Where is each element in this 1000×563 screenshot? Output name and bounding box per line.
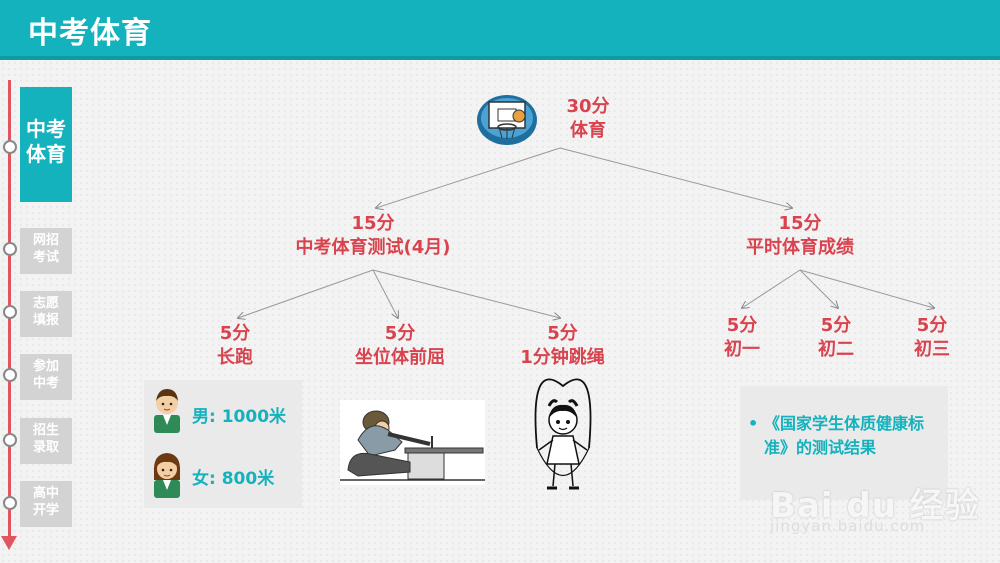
male-distance: 男: 1000米 — [192, 407, 287, 427]
edge-root-right — [559, 147, 792, 208]
edge-left-sitreach — [372, 269, 398, 318]
sidebar-item-label: 招生 录取 — [32, 423, 59, 455]
node-label: 坐位体前屈 — [355, 347, 445, 368]
node-grade-2: 5分 初二 — [806, 314, 866, 362]
timeline-dot — [3, 305, 17, 319]
node-score: 5分 — [820, 315, 852, 336]
baidu-jingyan-watermark: Bai du 经验 — [770, 486, 980, 526]
sidebar-item-label: 参加 中考 — [32, 359, 59, 391]
node-label: 体育 — [570, 120, 606, 141]
node-grade-3: 5分 初三 — [902, 314, 962, 362]
node-score: 5分 — [384, 323, 416, 344]
standard-panel — [740, 386, 948, 500]
timeline-dot — [3, 368, 17, 382]
sit-and-reach-illustration — [340, 400, 485, 485]
node-label: 中考体育测试(4月) — [295, 237, 451, 258]
page-title: 中考体育 — [28, 16, 152, 51]
timeline-dot — [3, 433, 17, 447]
node-score: 5分 — [219, 323, 251, 344]
timeline-arrow-icon — [1, 536, 17, 550]
bullet-icon: • — [748, 414, 759, 433]
header-stripe — [0, 56, 1000, 60]
sidebar-item-label: 中考 体育 — [26, 117, 66, 166]
sidebar-item-label: 高中 开学 — [32, 486, 59, 518]
edge-right-grade3 — [799, 269, 934, 308]
node-score: 15分 — [778, 213, 822, 234]
node-label: 初三 — [914, 339, 950, 360]
edge-left-rope — [372, 269, 560, 318]
sidebar-item-wangzhao-kaoshi[interactable]: 网招 考试 — [20, 228, 72, 274]
node-pe-test: 15分 中考体育测试(4月) — [268, 212, 478, 260]
female-distance: 女: 800米 — [192, 469, 275, 489]
edge-left-run — [238, 269, 374, 318]
header-bar: 中考体育 — [0, 0, 1000, 60]
node-label: 1分钟跳绳 — [520, 347, 605, 368]
node-root: 30分 体育 — [556, 95, 620, 143]
boy-student-icon — [154, 389, 180, 433]
sidebar-item-canjia-zhongkao[interactable]: 参加 中考 — [20, 354, 72, 400]
node-grade-1: 5分 初一 — [712, 314, 772, 362]
basketball-hoop-icon — [477, 95, 537, 145]
node-score: 15分 — [351, 213, 395, 234]
girl-student-icon — [153, 453, 181, 498]
node-score: 5分 — [547, 323, 578, 344]
sidebar-item-label: 志愿 填报 — [32, 296, 59, 328]
sidebar-item-gaozhong-kaixue[interactable]: 高中 开学 — [20, 481, 72, 527]
node-sit-and-reach: 5分 坐位体前屈 — [340, 322, 460, 370]
edge-right-grade2 — [799, 269, 838, 308]
node-label: 平时体育成绩 — [746, 237, 854, 258]
edge-right-grade1 — [742, 269, 801, 308]
timeline-dot — [3, 496, 17, 510]
standard-text: 《国家学生体质健康标准》的测试结果 — [764, 414, 925, 457]
watermark-url: jingyan.baidu.com — [770, 517, 926, 535]
sidebar-item-zhaosheng-luqu[interactable]: 招生 录取 — [20, 418, 72, 464]
node-label: 初一 — [724, 339, 760, 360]
node-score: 30分 — [566, 96, 610, 117]
node-score: 5分 — [916, 315, 948, 336]
sidebar-item-zhiyuan-tianbao[interactable]: 志愿 填报 — [20, 291, 72, 337]
node-regular-pe: 15分 平时体育成绩 — [715, 212, 885, 260]
sidebar-item-label: 网招 考试 — [32, 233, 59, 265]
edge-root-left — [376, 147, 561, 208]
node-rope-skipping: 5分 1分钟跳绳 — [505, 322, 620, 370]
node-label: 长跑 — [217, 347, 253, 368]
sidebar-item-zhongkao-tiyu[interactable]: 中考 体育 — [20, 87, 72, 202]
node-score: 5分 — [726, 315, 758, 336]
node-long-run: 5分 长跑 — [190, 322, 280, 370]
standard-note: • 《国家学生体质健康标准》的测试结果 — [748, 412, 938, 460]
node-label: 初二 — [818, 339, 854, 360]
timeline-dot — [3, 140, 17, 154]
timeline-dot — [3, 242, 17, 256]
rope-skipping-illustration — [534, 378, 592, 490]
